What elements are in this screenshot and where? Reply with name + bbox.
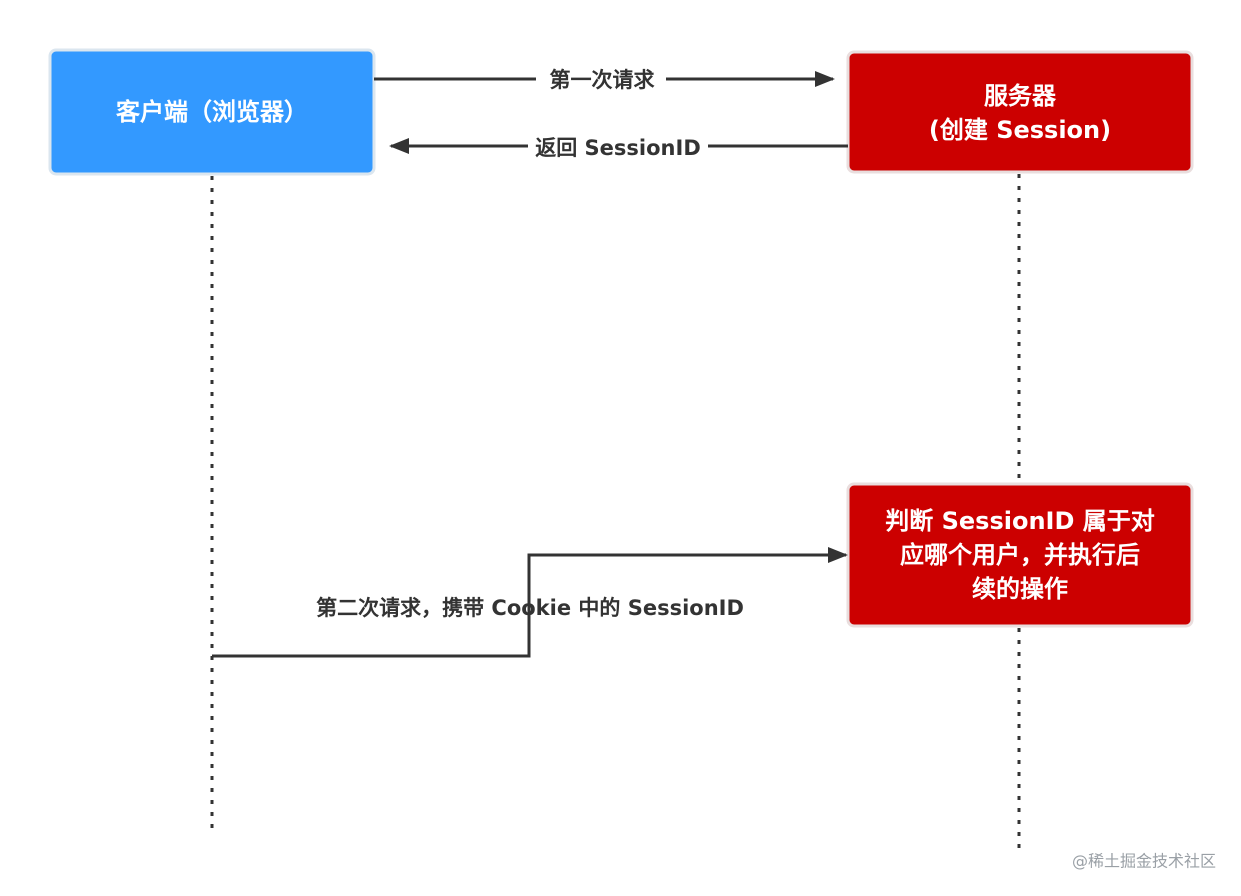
return-session-label-bg (528, 134, 708, 162)
first-request-edge: 第一次请求 (374, 66, 835, 94)
server-box (846, 50, 1194, 174)
judge-label-line-1: 判断 SessionID 属于对 (885, 507, 1155, 535)
server-label-line-2: (创建 Session) (929, 116, 1111, 144)
second-request-arrow (212, 547, 848, 658)
watermark: @稀土掘金技术社区 (1072, 852, 1216, 871)
server-label-line-1: 服务器 (984, 82, 1057, 110)
return-session-label: 返回 SessionID (535, 136, 701, 160)
second-request-edge: 第二次请求，携带 Cookie 中的 SessionID (212, 547, 848, 658)
judge-box (846, 482, 1194, 628)
first-request-label: 第一次请求 (550, 68, 655, 92)
client-box (48, 48, 376, 176)
first-request-label-bg (536, 66, 666, 94)
return-session-edge: 返回 SessionID (389, 134, 848, 162)
judge-label-line-2: 应哪个用户，并执行后 (900, 541, 1140, 569)
judge-node: 判断 SessionID 属于对 应哪个用户，并执行后 续的操作 (846, 482, 1194, 628)
server-node: 服务器 (创建 Session) (846, 50, 1194, 174)
judge-label-line-3: 续的操作 (972, 575, 1068, 603)
client-node: 客户端（浏览器） (48, 48, 376, 176)
second-request-label: 第二次请求，携带 Cookie 中的 SessionID (316, 596, 744, 620)
client-label: 客户端（浏览器） (116, 98, 308, 126)
